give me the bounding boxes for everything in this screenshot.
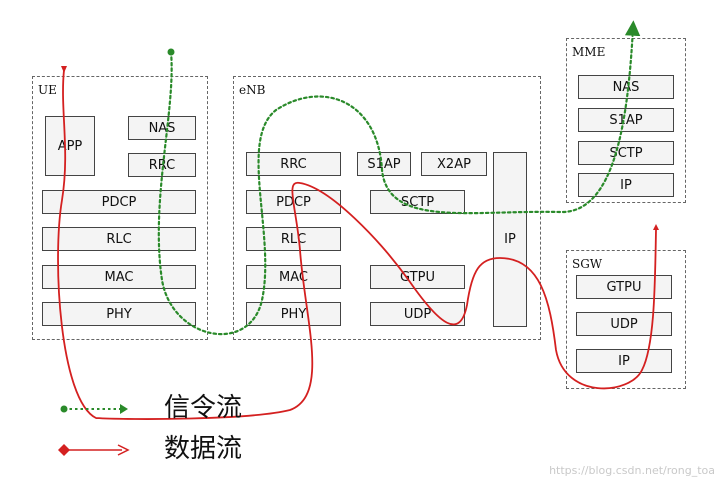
legend-data-arrow-icon <box>117 444 130 456</box>
enb-ip-layer: IP <box>493 152 527 327</box>
enb-s1ap-layer: S1AP <box>357 152 411 176</box>
sgw-label: SGW <box>572 257 603 271</box>
ue-phy-layer: PHY <box>42 302 196 326</box>
enb-group: eNB <box>233 76 541 340</box>
data-flow-path <box>57 69 657 420</box>
ue-pdcp-layer: PDCP <box>42 190 196 214</box>
signaling-flow-path <box>157 20 641 336</box>
mme-label: MME <box>572 45 606 59</box>
mme-ip-layer: IP <box>578 173 674 197</box>
ue-app-layer: APP <box>45 116 95 176</box>
ue-mac-layer: MAC <box>42 265 196 289</box>
enb-label: eNB <box>239 83 266 97</box>
enb-sctp-layer: SCTP <box>370 190 465 214</box>
enb-udp-layer: UDP <box>370 302 465 326</box>
sgw-group: SGW <box>566 250 686 389</box>
sgw-gtpu-layer: GTPU <box>576 275 672 299</box>
mme-group: MME <box>566 38 686 203</box>
ue-rlc-layer: RLC <box>42 227 196 251</box>
data-flow-arrowhead-sgw <box>653 224 659 230</box>
enb-phy-layer: PHY <box>246 302 341 326</box>
ue-group: UE <box>32 76 208 340</box>
legend-signaling-label: 信令流 <box>164 393 243 423</box>
legend-signaling-arrow-icon <box>120 404 128 414</box>
enb-x2ap-layer: X2AP <box>421 152 487 176</box>
ue-label: UE <box>38 83 57 97</box>
enb-mac-layer: MAC <box>246 265 341 289</box>
enb-rrc-layer: RRC <box>246 152 341 176</box>
watermark: https://blog.csdn.net/rong_toa <box>549 464 715 477</box>
ue-nas-layer: NAS <box>128 116 196 140</box>
sgw-ip-layer: IP <box>576 349 672 373</box>
sgw-udp-layer: UDP <box>576 312 672 336</box>
data-flow-arrowhead-ue <box>61 66 67 73</box>
legend-data-label: 数据流 <box>164 434 243 464</box>
